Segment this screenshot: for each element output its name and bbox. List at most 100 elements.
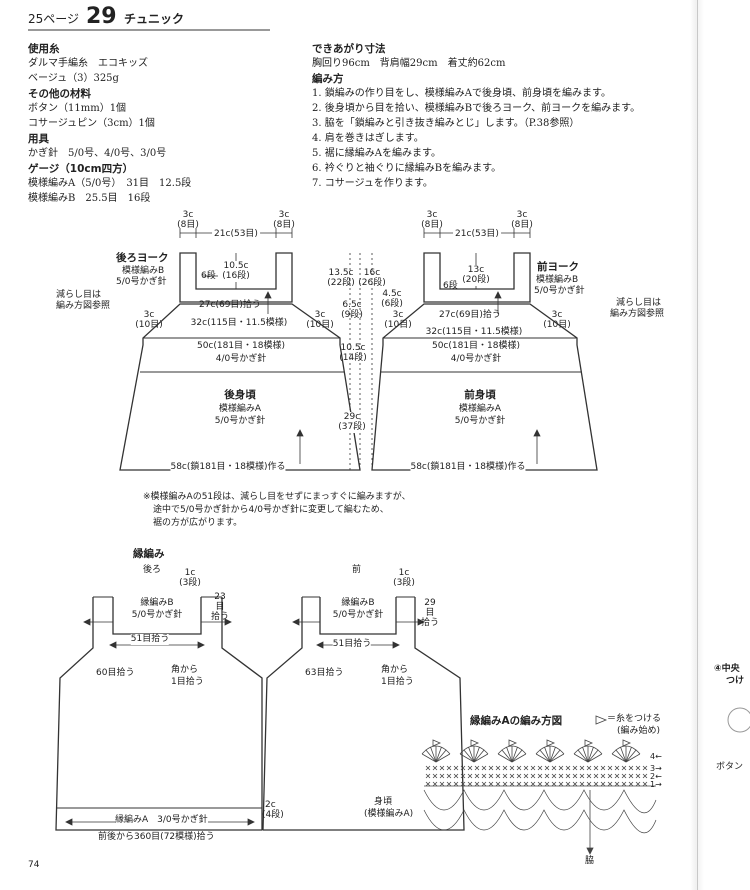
other-materials-heading: その他の材料 bbox=[28, 88, 91, 100]
x-stitch bbox=[558, 781, 564, 787]
x-stitch bbox=[495, 773, 501, 779]
x-stitch bbox=[502, 773, 508, 779]
back-decrease-note-1: 減らし目は bbox=[56, 290, 102, 300]
x-stitch bbox=[425, 765, 431, 771]
yarn-line-1: ダルマ手編糸 エコキッズ bbox=[28, 58, 148, 69]
method-step-4: 4. 肩を巻きはぎします。 bbox=[312, 133, 424, 144]
shell-stitch bbox=[473, 746, 480, 763]
x-stitch bbox=[502, 781, 508, 787]
x-stitch bbox=[558, 773, 564, 779]
dim-29c: 29c bbox=[343, 412, 361, 423]
x-stitch bbox=[635, 781, 641, 787]
gauge-line-1: 模様編みA（5/0号） 31目 12.5段 bbox=[28, 178, 192, 189]
x-stitch bbox=[467, 765, 473, 771]
shell-arc bbox=[611, 745, 641, 755]
other-line-2: コサージュピン（3cm）1個 bbox=[28, 118, 155, 129]
back-neck-depth: 10.5c bbox=[223, 261, 249, 272]
x-stitch bbox=[495, 781, 501, 787]
x-stitch bbox=[572, 781, 578, 787]
x-stitch bbox=[614, 781, 620, 787]
back-yoke-pattern: 模様編みB bbox=[122, 266, 165, 276]
shell-stitch bbox=[549, 749, 561, 763]
x-stitch bbox=[642, 781, 648, 787]
dim-13-5c-sub: (22段) bbox=[327, 278, 355, 288]
x-stitch bbox=[481, 781, 487, 787]
x-stitch bbox=[593, 765, 599, 771]
x-stitch bbox=[474, 781, 480, 787]
finished-line-1: 胸回り96cm 背肩幅29cm 着丈約62cm bbox=[312, 58, 506, 69]
back-neck-depth-sub: (16段) bbox=[222, 271, 250, 282]
x-stitch bbox=[530, 773, 536, 779]
x-stitch bbox=[432, 781, 438, 787]
front-strap-right-sub: (8目) bbox=[511, 220, 533, 230]
shell-arc bbox=[421, 745, 451, 755]
back-upper-width: 32c(115目・11.5模様) bbox=[190, 318, 288, 328]
edging-hem-2c-sub: (4段) bbox=[262, 810, 284, 820]
shell-stitch bbox=[511, 753, 527, 763]
x-stitch bbox=[509, 765, 515, 771]
x-stitch bbox=[425, 773, 431, 779]
shell-arc bbox=[573, 745, 603, 755]
chart-body-label-2: (模様編みA) bbox=[364, 809, 414, 819]
back-hem-width: 58c(鎖181目・18模様)作る bbox=[170, 462, 286, 473]
x-stitch bbox=[467, 773, 473, 779]
x-stitch bbox=[628, 773, 634, 779]
front-side-right-sub: (10目) bbox=[543, 320, 571, 330]
x-stitch bbox=[544, 765, 550, 771]
x-stitch bbox=[579, 765, 585, 771]
x-stitch bbox=[481, 765, 487, 771]
x-stitch bbox=[551, 773, 557, 779]
x-stitch bbox=[621, 773, 627, 779]
x-stitch bbox=[439, 781, 445, 787]
shell-stitch bbox=[511, 749, 523, 763]
back-yoke-hook: 5/0号かぎ針 bbox=[116, 277, 167, 287]
x-stitch bbox=[635, 765, 641, 771]
x-stitch bbox=[439, 765, 445, 771]
edging-back-strap: 1c bbox=[184, 568, 196, 578]
x-stitch bbox=[488, 773, 494, 779]
tools-heading: 用具 bbox=[28, 133, 49, 145]
yarn-attach-marker bbox=[584, 739, 594, 747]
edging-front-pick-29-sub: 目 bbox=[425, 608, 435, 618]
x-stitch bbox=[621, 781, 627, 787]
shell-stitch bbox=[511, 746, 518, 763]
x-stitch bbox=[565, 765, 571, 771]
dim-16c: 16c bbox=[363, 268, 381, 278]
dim-4-5c-sub: (6段) bbox=[381, 299, 403, 309]
front-yoke-title: 前ヨーク bbox=[537, 261, 579, 273]
back-yoke-outline bbox=[179, 252, 293, 303]
edging-front-b-hook: 5/0号かぎ針 bbox=[332, 610, 384, 620]
x-stitch bbox=[460, 773, 466, 779]
x-stitch bbox=[460, 781, 466, 787]
x-stitch bbox=[551, 765, 557, 771]
shell-stitch bbox=[611, 753, 627, 763]
shell-stitch bbox=[539, 749, 551, 763]
edging-back-label: 後ろ bbox=[143, 565, 162, 575]
x-stitch bbox=[544, 773, 550, 779]
x-stitch bbox=[523, 773, 529, 779]
shell-stitch bbox=[430, 746, 437, 763]
x-stitch bbox=[600, 781, 606, 787]
x-stitch bbox=[530, 765, 536, 771]
front-chest-hook: 4/0号かぎ針 bbox=[450, 354, 502, 364]
x-stitch bbox=[565, 781, 571, 787]
back-decrease-note-2: 編み方図参照 bbox=[56, 301, 111, 311]
shell-stitch bbox=[468, 746, 475, 763]
edging-front-strap-sub: (3段) bbox=[393, 578, 415, 588]
chart-row-2: 2← bbox=[650, 772, 662, 781]
x-stitch bbox=[446, 765, 452, 771]
shell-stitch bbox=[587, 749, 599, 763]
x-stitch bbox=[572, 765, 578, 771]
shell-stitch bbox=[463, 749, 475, 763]
dim-29c-sub: (37段) bbox=[338, 422, 366, 433]
x-stitch bbox=[614, 773, 620, 779]
method-step-1: 1. 鎖編みの作り目をし、模様編みAで後身頃、前身頃を編みます。 bbox=[312, 88, 611, 99]
back-top-width: 21c(53目) bbox=[212, 229, 260, 240]
dim-10-5c: 10.5c bbox=[340, 343, 366, 353]
front-yoke-pickup: 27c(69目)拾う bbox=[439, 310, 501, 320]
front-body-hook: 5/0号かぎ針 bbox=[454, 416, 506, 426]
back-side-right: 3c bbox=[314, 310, 326, 320]
shell-stitch bbox=[544, 746, 551, 763]
chart-legend-sub: (編み始め) bbox=[617, 726, 661, 736]
front-upper-width: 32c(115目・11.5模様) bbox=[425, 327, 523, 337]
